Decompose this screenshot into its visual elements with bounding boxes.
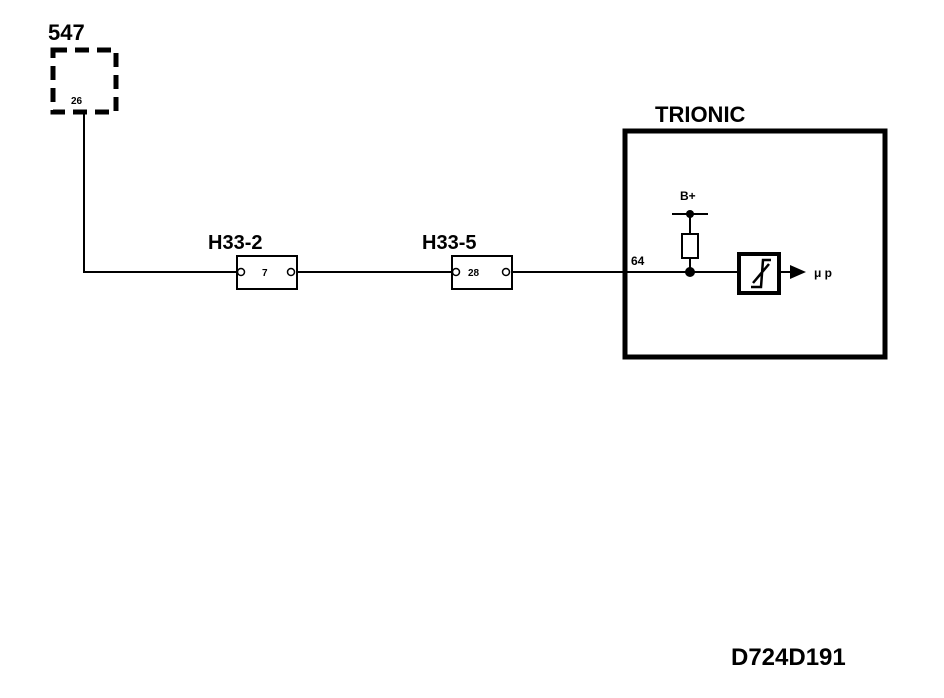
trionic-pin: 64 xyxy=(631,254,645,268)
schmitt-trigger-icon xyxy=(751,258,771,289)
connector-h33-2-pin-left-icon xyxy=(236,267,246,277)
diagram-id: D724D191 xyxy=(731,644,846,671)
connector-h33-5-pin-right-icon xyxy=(501,267,511,277)
trionic-supply-label: B+ xyxy=(680,189,696,203)
connector-h33-5-pin: 28 xyxy=(468,268,480,279)
connector-h33-2-label: H33-2 xyxy=(208,232,262,254)
component-547-pin: 26 xyxy=(71,96,83,107)
output-arrow-icon xyxy=(790,265,806,279)
component-547-box xyxy=(50,47,119,115)
connector-h33-5-label: H33-5 xyxy=(422,232,476,254)
connector-h33-2-pin-right-icon xyxy=(286,267,296,277)
component-547-label: 547 xyxy=(48,20,85,45)
trionic-label: TRIONIC xyxy=(655,102,746,127)
trionic-output-label: μ p xyxy=(814,266,832,280)
connector-h33-5-pin-left-icon xyxy=(451,267,461,277)
junction-node-icon xyxy=(685,267,695,277)
resistor-icon xyxy=(681,233,699,259)
trionic-box xyxy=(622,128,888,360)
wire-547-to-h33-2 xyxy=(83,112,238,273)
connector-h33-2-pin: 7 xyxy=(262,268,268,279)
